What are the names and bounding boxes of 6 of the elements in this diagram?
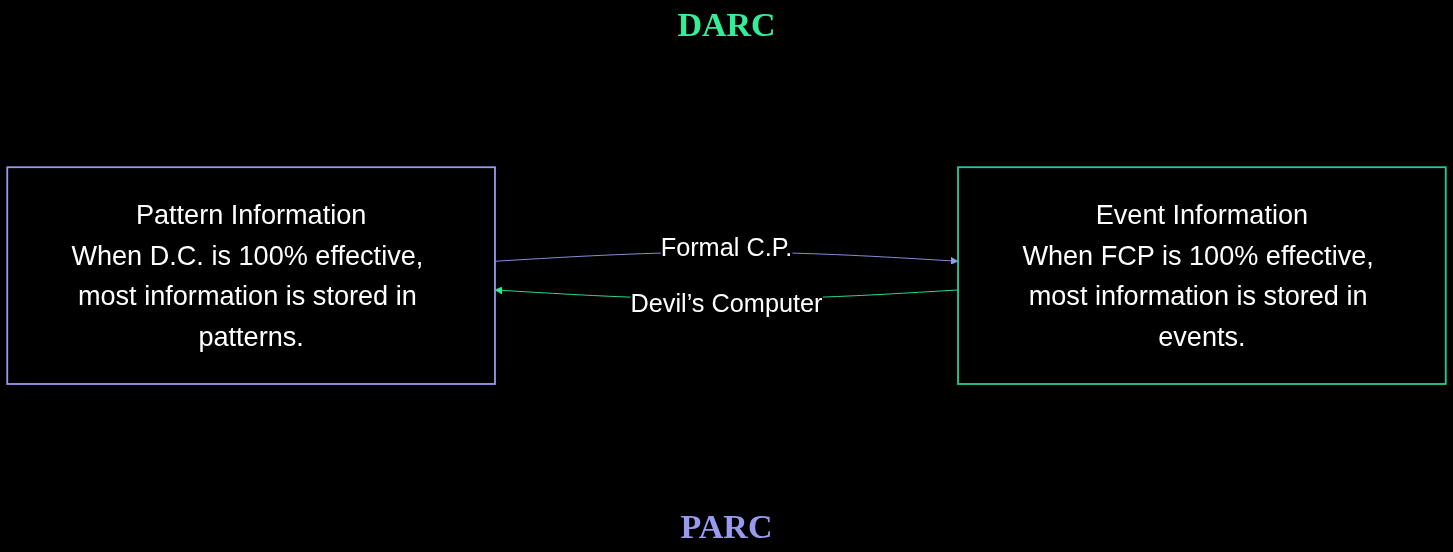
arrow-caption: PARC xyxy=(680,508,773,546)
node-box: Pattern Information When D.C. is 100% effective, most information is stored in patterns. xyxy=(6,166,496,386)
edge-label: Formal C.P. xyxy=(660,233,793,262)
node-box: Event Information When FCP is 100% effective, most information is stored in events. xyxy=(957,166,1447,386)
edge-label: Devil’s Computer xyxy=(630,289,823,318)
arrow-caption: DARC xyxy=(677,6,776,44)
